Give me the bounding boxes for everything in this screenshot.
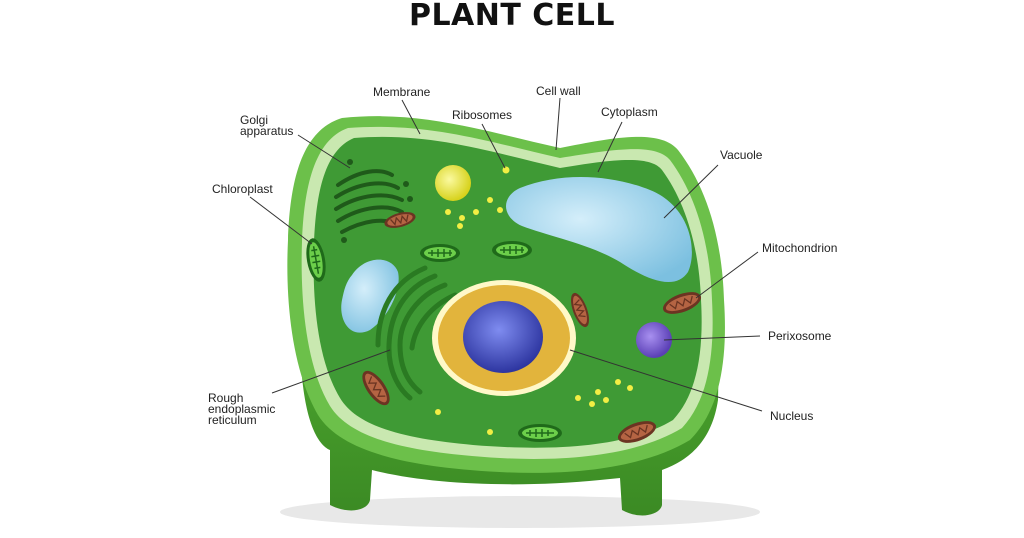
chloroplasts xyxy=(306,238,562,442)
rough-er-label-line3: reticulum xyxy=(208,413,257,427)
cytoplasm-label: Cytoplasm xyxy=(601,105,658,119)
diagram-title: PLANT CELL xyxy=(408,0,616,33)
nucleus-leader xyxy=(569,349,763,412)
ribosomes-label: Ribosomes xyxy=(452,108,512,122)
membrane-label: Membrane xyxy=(373,85,431,99)
cytoplasm-leader xyxy=(597,121,623,173)
mitochondrion-leader xyxy=(695,251,759,299)
golgi-label-line1: Golgi xyxy=(240,113,268,127)
nucleus-label: Nucleus xyxy=(770,409,813,423)
perixosome xyxy=(636,322,672,358)
golgi-apparatus xyxy=(334,159,413,243)
rough-er-leader xyxy=(271,349,391,394)
mitochondria xyxy=(362,212,702,443)
vacuole xyxy=(506,176,692,283)
rough-er-label: Rough endoplasmic reticulum xyxy=(208,391,279,427)
golgi-label-line2: apparatus xyxy=(240,124,293,138)
vacuole-label: Vacuole xyxy=(720,148,763,162)
membrane-leader xyxy=(401,99,421,135)
perixosome-leader xyxy=(663,335,761,341)
mitochondrion-label: Mitochondrion xyxy=(762,241,837,255)
rough-er xyxy=(375,265,458,401)
perixosome-label: Perixosome xyxy=(768,329,832,343)
cell-wall-label: Cell wall xyxy=(536,84,581,98)
ribosome-dots xyxy=(435,166,633,435)
leader-lines xyxy=(249,97,763,412)
nucleus xyxy=(432,280,576,396)
rough-er-label-line1: Rough xyxy=(208,391,243,405)
vacuole-leader xyxy=(663,164,719,219)
chloroplast-label: Chloroplast xyxy=(212,182,273,196)
labels: Membrane Cell wall Ribosomes Cytoplasm G… xyxy=(208,84,837,427)
yellow-vesicle xyxy=(435,165,471,201)
golgi-leader xyxy=(297,134,351,169)
golgi-label: Golgi apparatus xyxy=(240,113,293,138)
ribosomes-leader xyxy=(481,123,506,169)
rough-er-label-line2: endoplasmic xyxy=(208,402,275,416)
chloroplast-leader xyxy=(249,196,313,245)
cellwall-leader xyxy=(555,97,561,151)
